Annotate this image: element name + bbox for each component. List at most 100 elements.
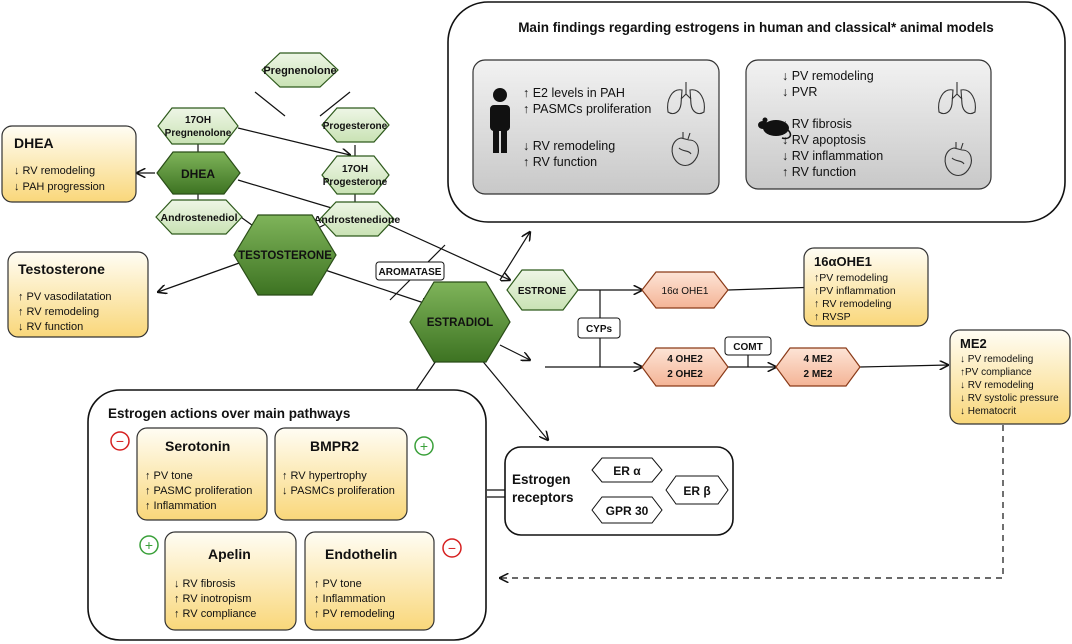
bmpr2-item: ↑ RV hypertrophy: [282, 470, 367, 482]
serotonin-item: ↑ PV tone: [145, 470, 193, 482]
androstenediol-label: Androstenediol: [160, 212, 237, 224]
dhea-effects-box: DHEA ↓ RV remodeling ↓ PAH progression: [1, 125, 137, 203]
pregnenolone-hex: [261, 52, 339, 88]
endothelin-item: ↑ Inflammation: [314, 593, 386, 605]
testosterone-hex: [233, 214, 337, 296]
animal-finding: ↓ RV inflammation: [782, 149, 883, 163]
me2-label-2: 2 ME2: [804, 369, 833, 380]
me2-box-item: ↓ RV remodeling: [960, 380, 1034, 391]
apelin-title: Apelin: [208, 546, 251, 562]
gpr30-label: GPR 30: [606, 504, 649, 518]
pathways-title: Estrogen actions over main pathways: [108, 406, 350, 421]
animal-finding: ↓ RV fibrosis: [782, 117, 852, 131]
dhea-label: DHEA: [181, 167, 215, 181]
me2-effects-box: ME2 ↓ PV remodeling ↑PV compliance ↓ RV …: [949, 329, 1071, 425]
receptors-panel: Estrogen receptors ER α ER β GPR 30: [504, 446, 734, 536]
receptors-title-2: receptors: [512, 490, 574, 505]
me2-box-item: ↑PV compliance: [960, 367, 1032, 378]
endothelin-sign: −: [448, 540, 456, 556]
human-finding: ↑ PASMCs proliferation: [523, 102, 651, 116]
er-beta-hex: [665, 475, 729, 505]
bmpr2-title: BMPR2: [310, 438, 359, 454]
bmpr2-box: [274, 427, 408, 521]
human-icon: [490, 88, 510, 153]
oh17-pregnenolone-label-2: Pregnenolone: [165, 128, 232, 139]
progesterone-label: Progesterone: [323, 121, 388, 132]
animal-finding: ↓ PVR: [782, 85, 817, 99]
minus-sign-icon: [442, 538, 462, 558]
receptors-title-1: Estrogen: [512, 472, 571, 487]
serotonin-box: [136, 427, 268, 521]
serotonin-title: Serotonin: [165, 438, 230, 454]
androstenedione-hex: [319, 201, 395, 237]
findings-panel: Main findings regarding estrogens in hum…: [447, 1, 1066, 223]
aromatase-label: AROMATASE: [379, 267, 442, 278]
dhea-box-title: DHEA: [14, 135, 54, 151]
apelin-box: [164, 531, 297, 631]
endothelin-title: Endothelin: [325, 546, 397, 562]
testosterone-label: TESTOSTERONE: [238, 250, 332, 262]
progesterone-hex: [321, 107, 390, 143]
apelin-sign: +: [145, 537, 153, 553]
endothelin-item: ↑ PV tone: [314, 578, 362, 590]
serotonin-sign: −: [116, 433, 124, 449]
rat-icon: [758, 117, 792, 140]
apelin-item: ↑ RV compliance: [174, 608, 256, 620]
me2-box-title: ME2: [960, 336, 987, 351]
animal-finding: ↑ RV function: [782, 165, 856, 179]
serotonin-item: ↑ PASMC proliferation: [145, 485, 252, 497]
me2-box-item: ↓ RV systolic pressure: [960, 393, 1059, 404]
er-beta-label: ER β: [683, 484, 710, 498]
ohe1-box-item: ↑ RVSP: [814, 311, 851, 323]
er-alpha-label: ER α: [613, 464, 641, 478]
bmpr2-sign: +: [420, 438, 428, 454]
testosterone-effects-box: Testosterone ↑ PV vasodilatation ↑ RV re…: [7, 251, 149, 338]
oh17-pregnenolone-label-1: 17OH: [185, 115, 211, 126]
ohe2-label-1: 4 OHE2: [667, 354, 703, 365]
estradiol-label: ESTRADIOL: [427, 317, 493, 329]
ohe1-hex: [641, 271, 729, 309]
dhea-hex: [156, 151, 241, 195]
endothelin-item: ↑ PV remodeling: [314, 608, 395, 620]
oh17-progesterone-label-1: 17OH: [342, 164, 368, 175]
aromatase-box: [375, 261, 445, 281]
ohe1-label: 16α OHE1: [662, 286, 709, 297]
pregnenolone-label: Pregnenolone: [263, 65, 336, 77]
connectors: [137, 91, 1004, 578]
apelin-item: ↓ RV fibrosis: [174, 578, 236, 590]
lungs-icon: [667, 82, 705, 115]
human-finding: ↑ E2 levels in PAH: [523, 86, 625, 100]
androstenedione-label: Androstenedione: [314, 214, 400, 226]
bmpr2-item: ↓ PASMCs proliferation: [282, 485, 395, 497]
comt-label: COMT: [733, 342, 762, 353]
ohe1-effects-box: 16αOHE1 ↑PV remodeling ↑PV inflammation …: [803, 247, 929, 327]
me2-box-item: ↓ Hematocrit: [960, 406, 1016, 417]
cyps-box: [577, 317, 621, 339]
serotonin-item: ↑ Inflammation: [145, 500, 217, 512]
human-finding: ↓ RV remodeling: [523, 139, 615, 153]
ohe1-box-item: ↑PV remodeling: [814, 272, 888, 284]
oh17-progesterone-label-2: Progesterone: [323, 177, 388, 188]
dhea-box-item: ↓ RV remodeling: [14, 165, 95, 177]
testosterone-box-item: ↑ RV remodeling: [18, 306, 99, 318]
estrone-hex: [506, 269, 579, 311]
testosterone-box-title: Testosterone: [18, 261, 105, 277]
human-finding: ↑ RV function: [523, 155, 597, 169]
plus-sign-icon: [414, 436, 434, 456]
estradiol-hex: [409, 281, 511, 363]
heart-icon: [944, 142, 972, 177]
apelin-item: ↑ RV inotropism: [174, 593, 251, 605]
plus-sign-icon: [139, 535, 159, 555]
minus-sign-icon: [110, 431, 130, 451]
oh17-pregnenolone-hex: [157, 107, 239, 145]
human-findings-box: [472, 59, 720, 195]
comt-box: [724, 336, 772, 356]
me2-label-1: 4 ME2: [804, 354, 833, 365]
ohe1-box-title: 16αOHE1: [814, 254, 872, 269]
me2-hex: [775, 347, 861, 387]
gpr30-hex: [591, 496, 663, 524]
animal-findings-box: [745, 59, 992, 190]
dhea-box-item: ↓ PAH progression: [14, 181, 105, 193]
metabolite-hexagons: 16α OHE1 4 OHE2 2 OHE2 4 ME2 2 ME2: [641, 271, 861, 387]
